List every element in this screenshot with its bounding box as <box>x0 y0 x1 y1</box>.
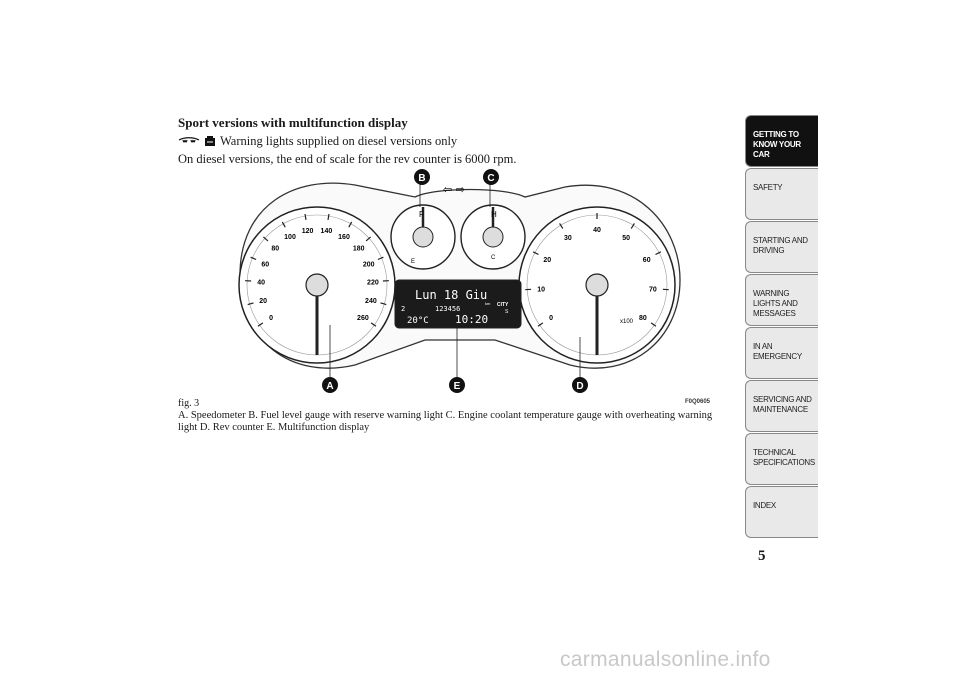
speedometer-tick-label: 140 <box>321 228 333 235</box>
display-temperature: 20°C <box>407 316 429 326</box>
speedometer-tick-mark <box>304 213 307 221</box>
speedometer-tick-label: 20 <box>259 298 267 305</box>
speedometer-tick-mark <box>263 236 269 242</box>
sidebar-tab[interactable]: WARNING LIGHTS AND MESSAGES <box>745 274 818 326</box>
speedometer-tick-mark <box>348 221 353 228</box>
rev-counter-tick-mark <box>532 251 539 256</box>
sidebar-tab[interactable]: INDEX <box>745 486 818 538</box>
rev-unit: x100 <box>620 319 634 325</box>
speedometer-tick-mark <box>250 256 257 261</box>
multifunction-display: Lun 18 Giu 2 123456 km CITY S 20°C 10:20 <box>394 279 522 329</box>
rev-counter-tick-label: 30 <box>564 235 572 242</box>
rev-counter-tick-label: 70 <box>649 287 657 294</box>
callout-d: D <box>572 377 588 393</box>
display-odometer: 123456 <box>435 305 460 313</box>
display-day: Lun 18 Giu <box>415 288 487 302</box>
speedometer-tick-mark <box>370 322 377 327</box>
rev-counter-tick-label: 10 <box>537 287 545 294</box>
display-odo-unit: km <box>485 301 491 306</box>
speedometer-tick-label: 240 <box>365 298 377 305</box>
rev-counter-tick-label: 80 <box>639 315 647 322</box>
speedometer-tick-label: 0 <box>269 315 273 322</box>
sidebar-tab[interactable]: GETTING TO KNOW YOUR CAR <box>745 115 818 167</box>
sidebar-tab[interactable]: SAFETY <box>745 168 818 220</box>
temp-hot-label: H <box>491 210 497 219</box>
fuel-full-label: F <box>419 210 424 219</box>
watermark: carmanualsonline.info <box>560 648 771 671</box>
speedometer-tick-mark <box>327 213 330 221</box>
rev-counter-tick-mark <box>630 223 635 229</box>
sidebar-tab[interactable]: SERVICING AND MAINTENANCE <box>745 380 818 432</box>
rev-counter-gauge: 0 10 20 30 40 50 60 70 80 x100 <box>518 206 676 364</box>
speedometer-tick-label: 220 <box>367 280 379 287</box>
sidebar-tab[interactable]: IN AN EMERGENCY <box>745 327 818 379</box>
speedometer-tick-label: 200 <box>363 261 375 268</box>
speedometer-tick-label: 60 <box>261 261 269 268</box>
speedometer-tick-mark <box>365 236 371 242</box>
display-trip: 2 <box>401 305 405 313</box>
rev-counter-tick-mark <box>655 251 662 256</box>
speedometer-tick-label: 40 <box>257 280 265 287</box>
svg-text:D: D <box>576 381 583 392</box>
figure-code: F0Q0605 <box>685 399 711 405</box>
svg-text:A: A <box>326 381 333 392</box>
rev-counter-tick-mark <box>650 322 657 327</box>
speedometer-tick-label: 80 <box>271 246 279 253</box>
svg-text:C: C <box>487 173 494 184</box>
speedometer-tick-label: 160 <box>338 234 350 241</box>
rev-counter-tick-label: 0 <box>549 315 553 322</box>
rev-counter-tick-label: 20 <box>543 257 551 264</box>
speedometer-tick-label: 120 <box>302 228 314 235</box>
speedometer-tick-mark <box>377 256 384 261</box>
rev-counter-tick-label: 60 <box>643 257 651 264</box>
warning-note: Warning lights supplied on diesel versio… <box>220 134 458 148</box>
page-number: 5 <box>758 548 766 564</box>
speedometer-tick-mark <box>380 302 387 306</box>
display-time: 10:20 <box>455 313 488 326</box>
svg-text:E: E <box>454 381 461 392</box>
fuel-empty-label: E <box>411 259 415 265</box>
diesel-note: On diesel versions, the end of scale for… <box>178 152 517 166</box>
rev-counter-tick-mark <box>559 223 564 229</box>
speedometer-tick-label: 100 <box>284 234 296 241</box>
callout-e: E <box>449 377 465 393</box>
rev-counter-tick-label: 40 <box>593 227 601 234</box>
callout-b: B <box>414 169 430 185</box>
sidebar-tab[interactable]: STARTING AND DRIVING <box>745 221 818 273</box>
figure-label: fig. 3 <box>178 398 200 409</box>
svg-text:B: B <box>418 173 425 184</box>
temp-cold-label: C <box>491 255 496 261</box>
coolant-temp-gauge: H C <box>460 204 526 270</box>
figure-caption: A. Speedometer B. Fuel level gauge with … <box>178 410 713 433</box>
speedometer-tick-mark <box>247 302 254 306</box>
sidebar-tab[interactable]: TECHNICAL SPECIFICATIONS <box>745 433 818 485</box>
display-mode-sub: S <box>505 309 509 315</box>
fuel-gauge: F E <box>390 204 456 270</box>
speedometer-tick-label: 260 <box>357 315 369 322</box>
speedometer-tick-mark <box>281 221 286 228</box>
rev-counter-tick-mark <box>537 322 544 327</box>
display-mode: CITY <box>497 302 509 308</box>
speedometer-tick-label: 180 <box>353 246 365 253</box>
callout-c: C <box>483 169 499 185</box>
glow-plug-icon <box>178 136 200 143</box>
callout-a: A <box>322 377 338 393</box>
section-heading: Sport versions with multifunction displa… <box>178 115 408 130</box>
turn-signal-icons: ⇦ ⇨ <box>443 183 465 196</box>
warning-note-line: Warning lights supplied on diesel versio… <box>178 134 457 149</box>
speedometer-tick-mark <box>257 322 264 327</box>
diesel-filter-icon <box>205 136 215 146</box>
rev-counter-tick-label: 50 <box>622 235 630 242</box>
